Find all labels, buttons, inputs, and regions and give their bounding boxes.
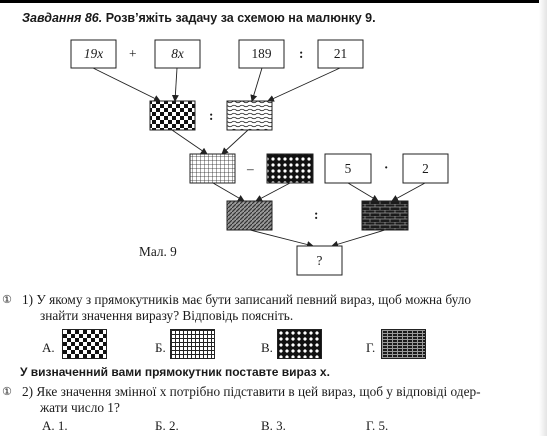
box-2-label: 2 <box>422 161 429 176</box>
arrow <box>267 67 341 102</box>
dot-sign: · <box>384 160 389 175</box>
box-result <box>296 245 343 276</box>
q2-option-a: А. 1. <box>42 418 68 433</box>
top-border <box>0 0 547 3</box>
colon-low: : <box>314 207 319 222</box>
q1-option-b-label: Б. <box>155 340 166 355</box>
box-grid <box>189 153 236 184</box>
box-diamond <box>266 153 314 184</box>
task-text: Розв’яжіть задачу за схемою на малюнку 9… <box>102 11 376 25</box>
arrow <box>171 129 208 155</box>
page-edge-shadow <box>539 0 547 436</box>
box-21 <box>317 39 364 69</box>
instruction-text: У визначенний вами прямокутник поставте … <box>20 365 330 379</box>
box-wave <box>226 100 273 131</box>
difficulty-icon: ① <box>2 293 12 306</box>
q1-line1: 1) У якому з прямокутників має бути запи… <box>22 292 471 307</box>
q1-option-d-label: Г. <box>366 340 376 355</box>
q1-option-c-pattern <box>277 329 322 359</box>
arrow <box>347 182 379 202</box>
q1-option-d-pattern <box>381 329 426 359</box>
box-189 <box>238 39 285 69</box>
arrow <box>92 67 161 102</box>
difficulty-icon: ① <box>2 385 12 398</box>
task-number: Завдання 86. <box>22 11 103 25</box>
box-brick <box>361 200 409 231</box>
arrow <box>249 229 314 248</box>
arrow <box>221 129 249 155</box>
arrow <box>391 182 426 202</box>
result-label: ? <box>316 253 323 268</box>
q1-option-c-label: В. <box>261 340 273 355</box>
plus-sign: + <box>129 46 137 61</box>
arrow <box>212 182 245 202</box>
q1-option-a-pattern <box>62 329 107 359</box>
arrow <box>171 67 179 102</box>
q2-option-b: Б. 2. <box>155 418 179 433</box>
box-189-label: 189 <box>251 46 272 61</box>
box-8x-label: 8x <box>171 46 184 61</box>
box-21-label: 21 <box>333 46 348 61</box>
box-5 <box>324 153 372 184</box>
q2-line2: жати число 1? <box>40 400 120 415</box>
box-19x <box>70 39 117 69</box>
colon-top: : <box>299 46 304 61</box>
box-diagonal <box>226 200 273 231</box>
arrow <box>255 182 291 202</box>
q2-line1: 2) Яке значення змінної x потрібно підст… <box>22 384 481 399</box>
q1-option-b-pattern <box>170 329 215 359</box>
box-19x-label: 19x <box>83 46 104 61</box>
box-checker <box>149 100 196 131</box>
minus-sign: – <box>247 161 254 176</box>
task-heading: Завдання 86. Розв’яжіть задачу за схемою… <box>22 11 376 25</box>
q2-option-d: Г. 5. <box>366 418 389 433</box>
arrow <box>250 67 263 102</box>
q1-line2: знайти значення виразу? Відповідь поясні… <box>40 308 294 323</box>
box-8x <box>154 39 201 69</box>
box-2 <box>402 153 449 184</box>
figure-caption: Мал. 9 <box>139 244 177 259</box>
q1-option-a-label: А. <box>42 340 55 355</box>
colon-mid: : <box>209 108 214 123</box>
box-5-label: 5 <box>344 161 352 176</box>
arrow <box>331 229 386 248</box>
q2-option-c: В. 3. <box>261 418 286 433</box>
